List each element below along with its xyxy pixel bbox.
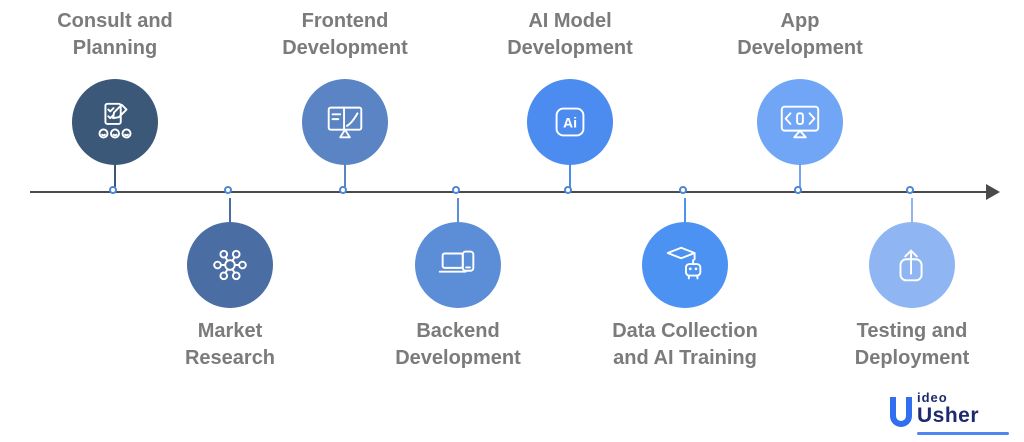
milestone-connector (344, 163, 346, 187)
milestone-connector (799, 163, 801, 187)
timeline-arrowhead-icon (986, 184, 1000, 200)
brand-name-top: ideo (917, 390, 948, 405)
milestone-circle (72, 79, 158, 165)
timeline-axis (30, 191, 988, 193)
brand-name-bottom: Usher (917, 404, 980, 427)
milestone-label: Backend Development (348, 318, 568, 372)
milestone-connector (684, 198, 686, 224)
milestone-connector (911, 198, 913, 224)
timeline-node-dot (906, 186, 914, 194)
milestone-label-line1: AI Model (528, 10, 612, 32)
milestone-circle: Ai (527, 79, 613, 165)
milestone-circle (415, 222, 501, 308)
timeline-node-dot (794, 186, 802, 194)
milestone-label: Consult and Planning (20, 8, 210, 62)
milestone-connector (229, 198, 231, 224)
deploy-box-icon (899, 249, 923, 282)
milestone-label: Frontend Development (250, 8, 440, 62)
milestone-label-line1: App (780, 10, 820, 32)
network-hub-icon (213, 249, 247, 281)
milestone-label: AI Model Development (475, 8, 665, 62)
ai-badge-icon: Ai (555, 107, 585, 137)
monitor-chart-icon (327, 106, 363, 139)
milestone-label: App Development (705, 8, 895, 62)
timeline-node-dot (679, 186, 687, 194)
milestone-label-line2: Development (395, 347, 521, 369)
milestone-connector (114, 163, 116, 187)
milestone-label: Data Collection and AI Training (575, 318, 795, 372)
milestone-label-line2: Deployment (854, 347, 970, 369)
milestone-label-line2: Development (737, 37, 863, 59)
brand-logo-text: ideo Usher (917, 390, 1009, 435)
graduation-robot-icon (666, 246, 702, 280)
milestone-label-line1: Frontend (301, 10, 389, 32)
milestone-circle (302, 79, 388, 165)
monitor-code-icon (780, 105, 820, 139)
brand-logo-u-mark (890, 397, 912, 427)
milestone-label-line1: Backend (416, 320, 500, 342)
timeline-node-dot (452, 186, 460, 194)
timeline-node-dot (224, 186, 232, 194)
timeline-node-dot (109, 186, 117, 194)
checklist-people-icon (98, 102, 132, 139)
milestone-circle (869, 222, 955, 308)
milestone-label-line2: Planning (72, 37, 158, 59)
brand-logo: ideo Usher (890, 390, 1009, 435)
milestone-circle (187, 222, 273, 308)
milestone-label-line1: Market (197, 320, 263, 342)
milestone-label-line2: Development (282, 37, 408, 59)
milestone-label-line2: Development (507, 37, 633, 59)
logo-tagline-bar (917, 432, 1009, 435)
milestone-label-line2: Research (184, 347, 276, 369)
milestone-label: Market Research (120, 318, 340, 372)
milestone-label-line1: Testing and (856, 320, 968, 342)
laptop-phone-icon (438, 250, 475, 273)
milestone-label-line1: Data Collection (612, 320, 758, 342)
milestone-circle (757, 79, 843, 165)
milestone-connector (457, 198, 459, 224)
milestone-circle (642, 222, 728, 308)
timeline-node-dot (564, 186, 572, 194)
milestone-label: Testing and Deployment (802, 318, 1022, 372)
milestone-label-line1: Consult and (57, 10, 173, 32)
milestone-connector (569, 163, 571, 187)
timeline-node-dot (339, 186, 347, 194)
milestone-label-line2: and AI Training (613, 347, 757, 369)
ai-badge-text: Ai (563, 116, 577, 132)
